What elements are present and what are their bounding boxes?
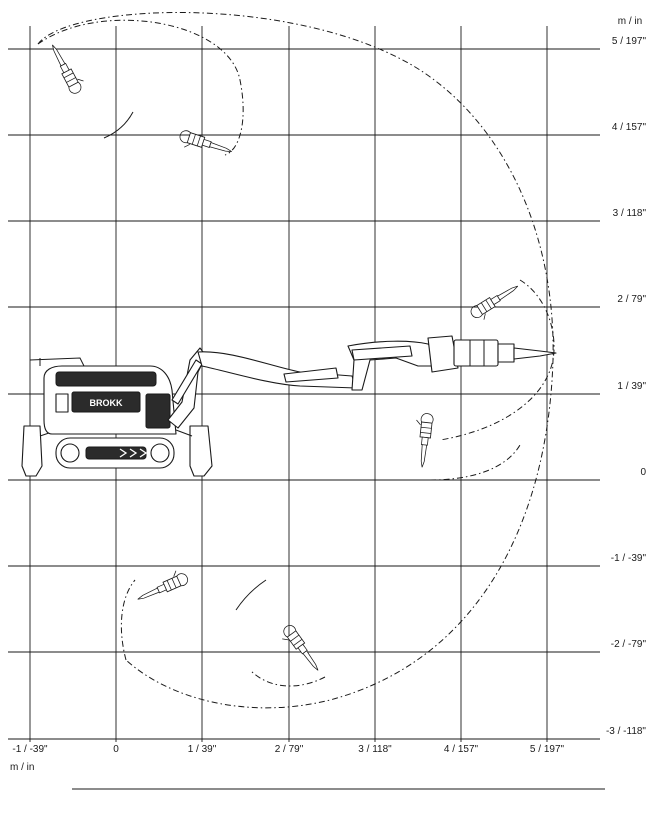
track-wheel-right (150, 443, 170, 463)
y-label-2: 2 / 79" (617, 294, 646, 305)
x-label-5: 5 / 197" (530, 744, 565, 755)
x-label-4: 4 / 157" (444, 744, 479, 755)
y-label-minus-2: -2 / -79" (611, 639, 647, 650)
demolition-machine: BROKK (21, 335, 557, 477)
breaker-bottom (277, 622, 324, 677)
breaker-right-upper (468, 280, 524, 325)
breaker-lower-left (133, 567, 190, 606)
top-rail (29, 357, 85, 367)
body-side-panel (71, 391, 141, 413)
machine-brand: BROKK (90, 398, 123, 408)
inner-low-right-curve (429, 444, 521, 481)
head-bracket (427, 335, 459, 373)
unit-label-top: m / in (618, 16, 642, 27)
x-label-3: 3 / 118" (358, 744, 392, 755)
y-label-4: 4 / 157" (612, 122, 647, 133)
inner-upper-curve (37, 19, 244, 156)
y-axis-labels: 5 / 197" 4 / 157" 3 / 118" 2 / 79" 1 / 3… (606, 36, 647, 737)
body-top-band (55, 371, 157, 387)
x-label-minus-1: -1 / -39" (12, 744, 48, 755)
boom-cylinder (283, 367, 339, 383)
track-wheel-left (60, 443, 80, 463)
reach-envelope (37, 12, 555, 709)
bottom-inner-curve (249, 669, 326, 687)
y-label-1: 1 / 39" (617, 381, 646, 392)
outrigger-left (21, 425, 43, 477)
y-label-minus-1: -1 / -39" (611, 553, 647, 564)
y-label-minus-3: -3 / -118" (606, 726, 646, 737)
x-label-0: 0 (113, 744, 119, 755)
x-label-1: 1 / 39" (188, 744, 217, 755)
head-chisel (513, 347, 557, 360)
outer-reach-curve (37, 12, 554, 709)
x-label-2: 2 / 79" (275, 744, 304, 755)
inner-lower-curve (120, 579, 136, 661)
rotation-arrow-lower (235, 579, 267, 611)
x-axis-labels: -1 / -39" 0 1 / 39" 2 / 79" 3 / 118" 4 /… (12, 744, 564, 755)
breaker-top-left (46, 39, 88, 96)
y-label-5: 5 / 197" (612, 36, 647, 47)
head-collar (497, 343, 515, 363)
head-body (453, 339, 499, 367)
inner-mid-curve (439, 279, 555, 441)
body-front-panel (145, 393, 171, 429)
unit-label-bottom: m / in (10, 762, 34, 773)
arm-cylinder (351, 345, 413, 361)
outrigger-right (189, 425, 213, 477)
rotation-arrow-upper (103, 111, 134, 139)
y-label-3: 3 / 118" (613, 208, 647, 219)
track-arrows (119, 448, 148, 458)
body-window (55, 393, 69, 413)
outrigger-right-arm (175, 429, 193, 437)
breaker-upper-mid (176, 128, 234, 162)
breaker-right-low (411, 412, 435, 469)
y-label-0: 0 (640, 467, 646, 478)
